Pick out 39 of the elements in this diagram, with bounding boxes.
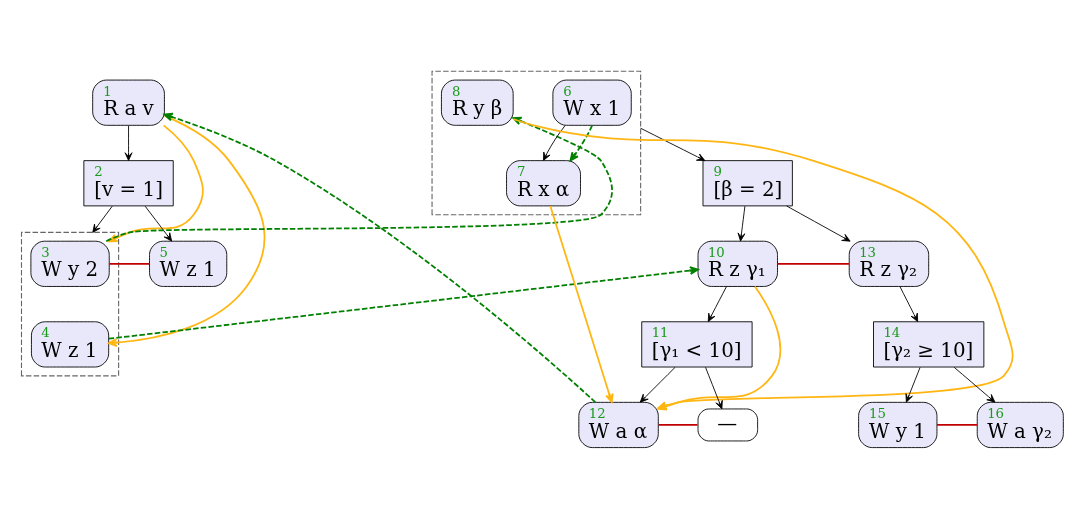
connector: [108, 262, 151, 265]
node-box: 5 W z 1: [149, 240, 228, 287]
arrow: [953, 366, 996, 403]
node-box: 16 W a γ₂: [976, 401, 1064, 449]
node-box: 2 [v = 1]: [83, 160, 174, 207]
node-box: 8 R y β: [441, 79, 514, 126]
node-box: 6 W x 1: [552, 79, 632, 126]
node-box: 9 [β = 2]: [702, 160, 793, 207]
arrow: [707, 286, 727, 322]
node-box: —: [697, 408, 759, 442]
node-box: 12 W a α: [578, 401, 659, 449]
cluster: [431, 70, 642, 216]
arrow: [899, 286, 919, 322]
connector: [936, 424, 978, 426]
arrow: [92, 205, 113, 233]
connector: [776, 262, 850, 265]
connector: [657, 424, 699, 426]
node-box: 15 W y 1: [858, 401, 938, 449]
node-box: 13 R z γ₂: [848, 240, 930, 287]
arrow: [640, 127, 706, 162]
arrow: [705, 366, 723, 410]
arrow: [124, 125, 133, 161]
arrow: [639, 366, 676, 403]
arrow: [549, 205, 614, 403]
node-box: 11 [γ₁ < 10]: [641, 321, 753, 368]
node-box: 7 R x α: [506, 160, 581, 207]
node-box: 3 W y 2: [30, 240, 110, 287]
arrow: [737, 205, 746, 242]
arrow: [543, 125, 566, 161]
node-box: 1 R a v: [92, 79, 165, 126]
arrow: [144, 205, 173, 242]
arrow: [786, 205, 851, 242]
node-box: 10 R z γ₁: [697, 240, 778, 287]
arrow: [107, 266, 699, 340]
node-box: 14 [γ₂ ≥ 10]: [873, 321, 985, 368]
arrow: [905, 366, 921, 403]
node-box: 4 W z 1: [31, 321, 110, 368]
arrow: [569, 124, 593, 162]
arrow: [163, 112, 597, 404]
